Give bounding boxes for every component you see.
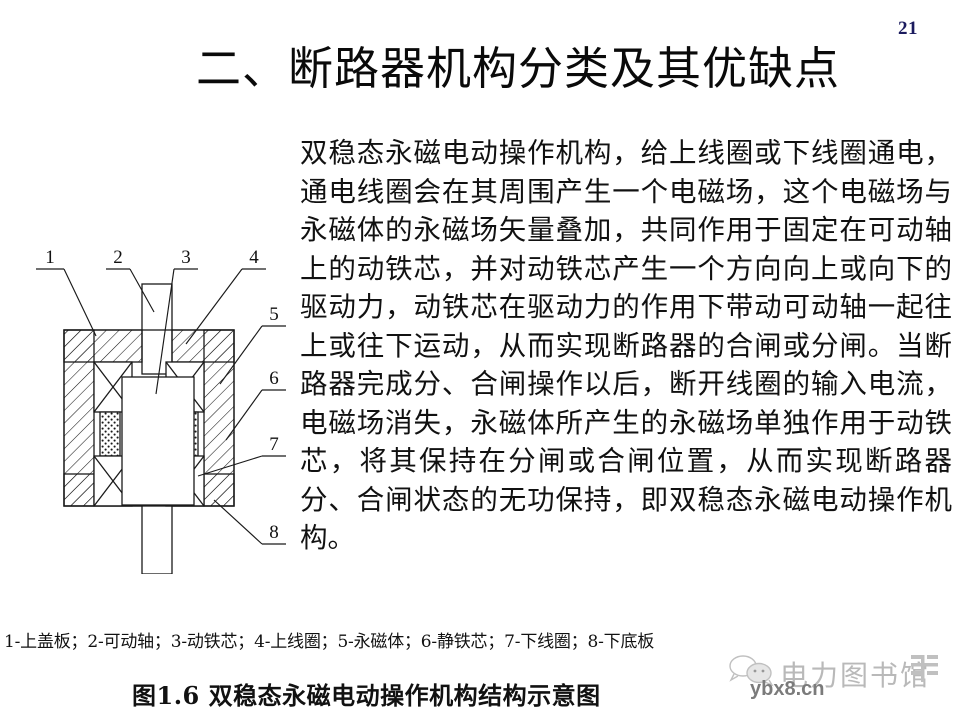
callout-label-7: 7 (269, 434, 279, 455)
part-top-cover-plate-left (63, 329, 143, 363)
figure-legend: 1-上盖板；2-可动轴；3-动铁芯；4-上线圈；5-永磁体；6-静铁芯；7-下线… (4, 632, 655, 652)
callout-label-1: 1 (45, 247, 55, 268)
body-paragraph: 双稳态永磁电动操作机构，给上线圈或下线圈通电，通电线圈会在其周围产生一个电磁场，… (300, 137, 952, 554)
callout-label-3: 3 (181, 247, 191, 268)
watermark-brand: 电力图书馆 (780, 659, 931, 692)
part-top-cover-plate-right (171, 329, 235, 363)
page-number: 21 (898, 18, 918, 39)
qr-code-icon (911, 655, 938, 682)
figure-caption: 图1.6 双稳态永磁电动操作机构结构示意图 (132, 681, 601, 710)
figure-diagram: 1 2 3 4 5 6 7 8 (14, 244, 314, 574)
page-title: 二、断路器机构分类及其优缺点 (196, 42, 841, 95)
watermark: 电力图书馆 ybx8.cn (724, 652, 946, 710)
callout-label-5: 5 (269, 304, 279, 325)
part-permanent-magnet-left (99, 411, 121, 457)
callout-label-4: 4 (249, 247, 259, 268)
callout-label-8: 8 (269, 522, 279, 543)
callout-label-6: 6 (269, 368, 279, 389)
callout-label-2: 2 (113, 247, 123, 268)
wechat-icon (729, 655, 774, 687)
assembly-outline (63, 329, 235, 507)
part-movable-iron-core (121, 376, 195, 506)
watermark-url: ybx8.cn (750, 678, 825, 700)
